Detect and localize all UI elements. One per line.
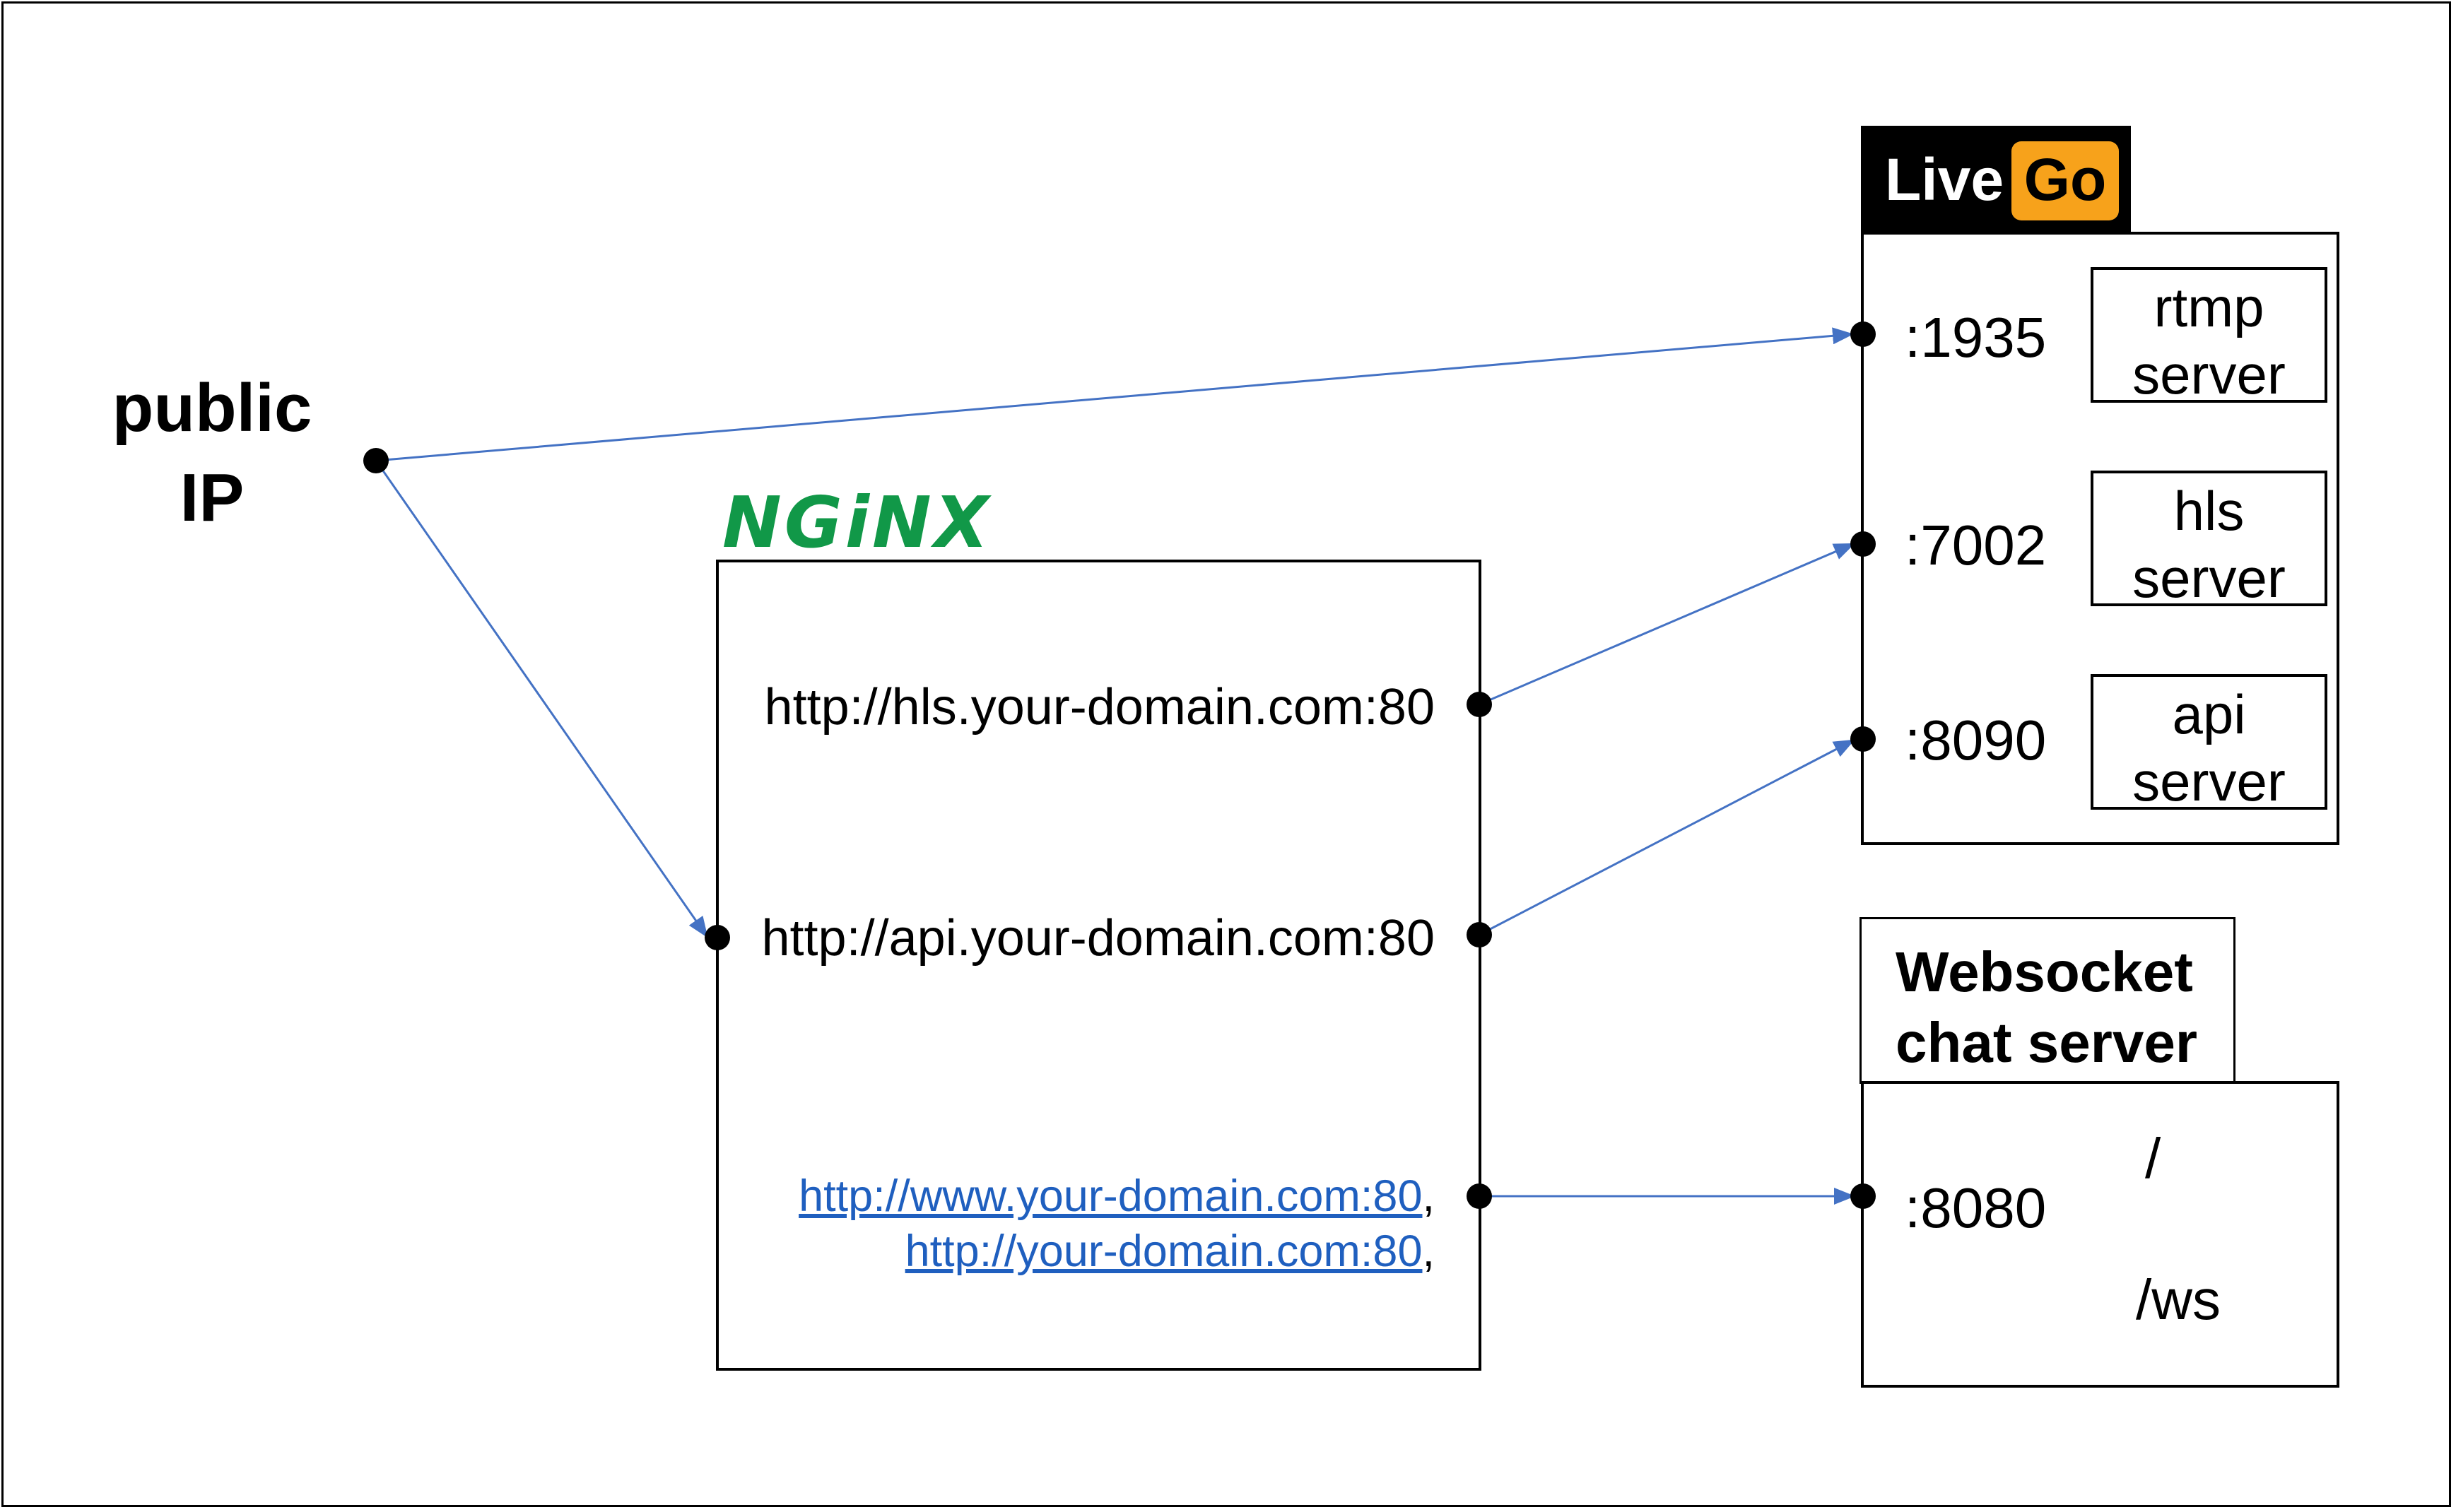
livego-api-dot	[1850, 726, 1876, 752]
websocket-title-box: Websocket chat server	[1859, 917, 2235, 1084]
api-server-box: api server	[2091, 674, 2327, 813]
api-server-line2: server	[2132, 750, 2286, 813]
nginx-api-in-dot	[705, 925, 730, 950]
nginx-route-root-sep: ,	[1422, 1227, 1435, 1276]
rtmp-server-line2: server	[2132, 343, 2286, 406]
public-ip-label: public IP	[71, 364, 353, 543]
nginx-route-www-sep: ,	[1422, 1171, 1435, 1221]
public-ip-line1: public	[112, 370, 312, 446]
nginx-www-out-dot	[1467, 1183, 1492, 1209]
nginx-box	[716, 560, 1481, 1371]
livego-hls-dot	[1850, 531, 1876, 557]
nginx-route-root-line: http://your-domain.com:80,	[728, 1229, 1435, 1274]
livego-port-rtmp: :1935	[1905, 306, 2047, 369]
nginx-route-root-link[interactable]: http://your-domain.com:80	[905, 1227, 1423, 1276]
livego-logo-go-badge	[2011, 141, 2119, 220]
nginx-route-hls: http://hls.your-domain.com:80	[764, 679, 1435, 736]
websocket-title-line2: chat server	[1896, 1011, 2197, 1074]
websocket-path-root: /	[2145, 1127, 2161, 1190]
api-server-line1: api	[2172, 683, 2246, 745]
livego-rtmp-dot	[1850, 321, 1876, 347]
livego-logo: Live Go	[1861, 126, 2131, 235]
rtmp-server-box: rtmp server	[2091, 267, 2327, 406]
livego-logo-go: Go	[2023, 146, 2107, 213]
nginx-route-www-line: http://www.your-domain.com:80,	[728, 1174, 1435, 1219]
websocket-box	[1861, 1081, 2339, 1388]
websocket-title-line1: Websocket	[1896, 940, 2193, 1003]
livego-port-api: :8090	[1905, 709, 2047, 772]
arrow-public-to-rtmp	[375, 327, 1854, 462]
public-ip-line2: IP	[180, 459, 245, 536]
livego-port-hls: :7002	[1905, 514, 2047, 577]
nginx-logo: NGiNX	[722, 488, 992, 558]
nginx-route-api: http://api.your-domain.com:80	[761, 910, 1435, 967]
nginx-api-out-dot	[1467, 922, 1492, 947]
websocket-port: :8080	[1905, 1176, 2047, 1239]
arrow-nginx-hls-to-livego-hls	[1479, 543, 1855, 706]
hls-server-line1: hls	[2173, 480, 2245, 542]
arrow-nginx-api-to-livego-api	[1479, 739, 1855, 936]
hls-server-line2: server	[2132, 547, 2286, 610]
livego-logo-live: Live	[1885, 146, 2004, 213]
public-ip-dot	[363, 448, 389, 473]
arrow-public-to-nginx-api	[375, 460, 708, 938]
websocket-port-dot	[1850, 1183, 1876, 1209]
nginx-hls-out-dot	[1467, 692, 1492, 717]
nginx-logo-text: NGiNX	[722, 481, 992, 564]
websocket-path-ws: /ws	[2136, 1268, 2221, 1331]
rtmp-server-line1: rtmp	[2154, 276, 2264, 338]
hls-server-box: hls server	[2091, 471, 2327, 609]
nginx-route-www-link[interactable]: http://www.your-domain.com:80	[799, 1171, 1423, 1221]
